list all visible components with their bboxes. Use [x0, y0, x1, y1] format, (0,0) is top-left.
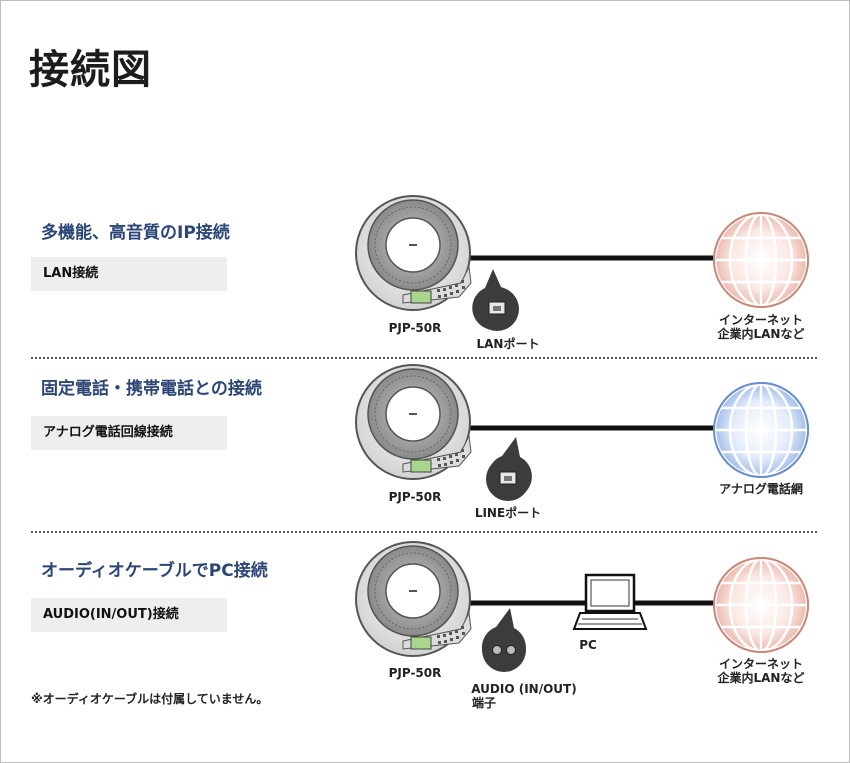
- audio-port-caption-line2: 端子: [471, 696, 496, 710]
- globe-icon: [713, 212, 809, 308]
- audio-port-caption-line1: AUDIO (IN/OUT): [471, 682, 577, 696]
- globe-icon-3: [713, 557, 809, 653]
- section-heading-audio: オーディオケーブルでPC接続: [41, 561, 268, 581]
- section-label-analog: アナログ電話回線接続: [31, 416, 227, 450]
- pc-caption: PC: [579, 638, 597, 652]
- target-caption-3-line1: インターネット: [718, 657, 803, 671]
- target-caption-3-line2: 企業内LANなど: [717, 671, 805, 685]
- device-name-3: PJP-50R: [388, 666, 442, 680]
- footnote: ※オーディオケーブルは付属していません。: [31, 692, 269, 706]
- section-label-lan: LAN接続: [31, 257, 227, 291]
- lan-port-icon: [472, 269, 519, 331]
- pc-icon: [572, 573, 648, 630]
- target-caption-analog: アナログ電話網: [719, 482, 803, 496]
- lan-port-caption: LANポート: [476, 337, 540, 351]
- section-divider: [31, 357, 817, 359]
- globe-icon-2: [713, 382, 809, 478]
- target-caption-line1: インターネット: [718, 313, 803, 327]
- device-name-2: PJP-50R: [388, 490, 442, 504]
- speakerphone-icon-2: [355, 364, 472, 480]
- line-port-icon: [486, 437, 532, 501]
- section-heading-phone: 固定電話・携帯電話との接続: [41, 379, 262, 399]
- page-title: 接続図: [29, 47, 152, 93]
- section-divider-2: [31, 531, 817, 533]
- section-label-audio: AUDIO(IN/OUT)接続: [31, 598, 227, 632]
- target-caption-line2: 企業内LANなど: [717, 327, 805, 341]
- audio-port-icon: [481, 608, 526, 672]
- device-name: PJP-50R: [388, 321, 442, 335]
- section-heading-ip: 多機能、高音質のIP接続: [41, 223, 230, 243]
- line-port-caption: LINEポート: [474, 506, 542, 520]
- speakerphone-icon-3: [355, 541, 472, 657]
- speakerphone-icon: [355, 195, 472, 311]
